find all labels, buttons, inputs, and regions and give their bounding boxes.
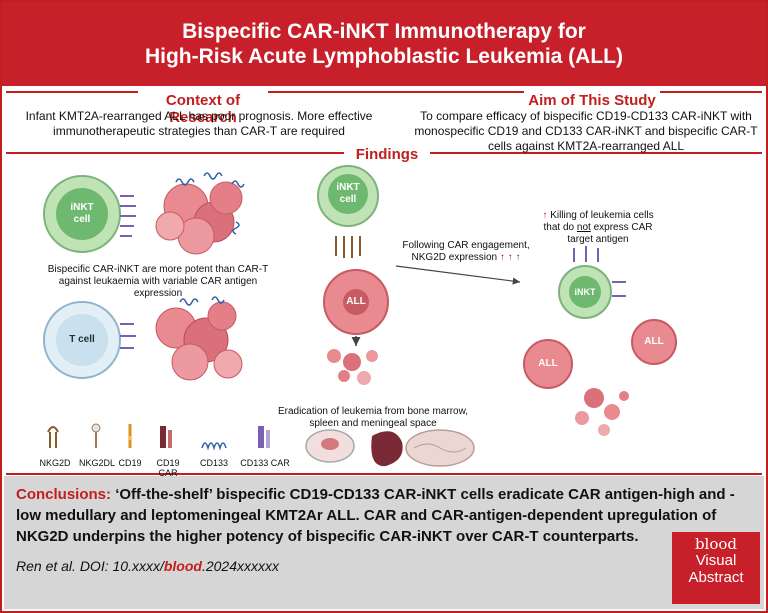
badge-abstract: Abstract: [688, 569, 744, 586]
nkg2d-receptors-center: [335, 236, 361, 258]
all-label-right-left: ALL: [538, 358, 558, 369]
cd133-antigen-icon: [201, 442, 227, 451]
killing-text: ↑ Killing of leukemia cells that do not …: [542, 210, 654, 245]
legend-label-cd19-car: CD19 CAR: [156, 458, 180, 478]
leukemia-cluster-bottom: [155, 301, 243, 381]
inkt-cell-label-left: iNKT cell: [70, 202, 94, 225]
divider-top-mid: [268, 91, 524, 93]
engagement-arrow: [395, 265, 521, 285]
cd19-car-icon: [160, 426, 172, 448]
aim-title: Aim of This Study: [528, 92, 656, 109]
divider-findings-right: [430, 152, 762, 154]
legend-label-cd19: CD19: [118, 458, 142, 468]
blood-logo: blood: [694, 535, 738, 553]
title-line-2: High-Risk Acute Lymphoblastic Leukemia (…: [144, 45, 623, 68]
header-banner: Bispecific CAR-iNKT Immunotherapy for Hi…: [2, 2, 766, 86]
inkt-cell-right: [558, 265, 612, 319]
nkg2dl-ligand-icon: [91, 423, 101, 448]
t-cell-left: [43, 301, 121, 379]
cd133-antigens-bottom: [179, 296, 225, 306]
potency-text: Bispecific CAR-iNKT are more potent than…: [47, 264, 269, 299]
citation-journal: blood: [163, 558, 202, 574]
car-receptors-t-cell: [120, 323, 136, 349]
citation: Ren et al. DOI: 10.xxxx/blood.2024xxxxxx: [16, 558, 279, 574]
all-cell-center: [323, 269, 389, 335]
nkg2d-receptor-icon: [47, 426, 59, 448]
divider-findings-left: [6, 152, 344, 154]
context-text: Infant KMT2A-rearranged ALL has poor pro…: [25, 109, 373, 138]
car-receptors-right: [573, 246, 626, 297]
legend-label-cd133: CD133: [199, 458, 228, 468]
legend-label-nkg2d: NKG2D: [39, 458, 71, 468]
conclusions-text: Conclusions: ‘Off-the-shelf’ bispecific …: [16, 484, 756, 547]
spleen-illustration: [371, 431, 403, 467]
all-label-right-right: ALL: [644, 336, 664, 347]
title-line-1: Bispecific CAR-iNKT Immunotherapy for: [182, 20, 586, 43]
cd133-antigens-top: [175, 172, 245, 235]
findings-title: Findings: [355, 146, 419, 163]
leukemia-cluster-top: [155, 181, 243, 255]
divider-top-left: [6, 91, 138, 93]
cd19-antigen-icon: [128, 424, 132, 448]
lysed-debris-center: [327, 349, 378, 385]
brain-illustration: [405, 429, 475, 467]
lysed-debris-right: [575, 388, 629, 436]
conclusions-label: Conclusions:: [16, 486, 112, 503]
nkg2d-text: Following CAR engagement, NKG2D expressi…: [402, 240, 530, 263]
inkt-cell-center: [317, 165, 379, 227]
inkt-cell-left: [43, 175, 121, 253]
badge-visual: Visual: [695, 552, 737, 569]
divider-top-right: [660, 91, 762, 93]
inkt-cell-label-center: iNKT cell: [336, 182, 360, 205]
cd133-car-icon: [258, 426, 270, 448]
conclusions-body: ‘Off-the-shelf’ bispecific CD19-CD133 CA…: [16, 486, 735, 545]
killing-up-arrow: ↑: [542, 210, 548, 221]
all-cell-right-right: [631, 319, 677, 365]
inkt-label-right: iNKT: [574, 287, 596, 297]
bone-marrow-illustration: [305, 429, 355, 463]
blood-visual-abstract-badge: blood Visual Abstract: [672, 532, 760, 604]
legend-label-nkg2dl: NKG2DL: [78, 458, 115, 468]
all-label-center: ALL: [346, 296, 366, 307]
all-cell-right-left: [523, 339, 573, 389]
context-title: Context of Research: [165, 92, 241, 126]
legend-label-cd133-car: CD133 CAR: [240, 458, 290, 468]
eradication-text: Eradication of leukemia from bone marrow…: [277, 406, 469, 429]
nkg2d-up-arrows: ↑ ↑ ↑: [499, 252, 521, 263]
aim-text: To compare efficacy of bispecific CD19-C…: [414, 109, 758, 153]
t-cell-label: T cell: [69, 334, 95, 345]
conclusions-panel: Conclusions: ‘Off-the-shelf’ bispecific …: [4, 476, 764, 609]
killing-not: not: [576, 222, 591, 233]
car-receptors-left: [120, 195, 136, 237]
divider-bottom: [6, 473, 762, 475]
